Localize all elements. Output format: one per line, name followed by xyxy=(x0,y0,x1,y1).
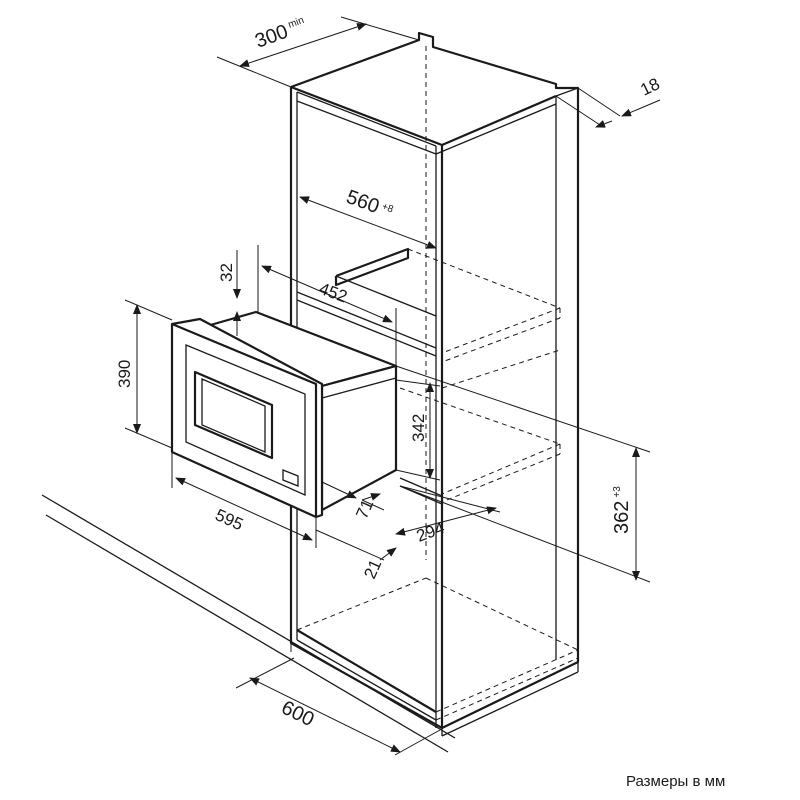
dim-frame-depth: 71 xyxy=(352,497,377,522)
dim-niche-height: 362+3 xyxy=(611,486,633,534)
dim-cabinet-depth: 600 xyxy=(278,697,318,731)
dim-frame-top-offset: 32 xyxy=(217,263,236,282)
dim-body-height: 342 xyxy=(409,414,428,442)
floor-lines xyxy=(41,494,456,753)
microwave xyxy=(170,310,398,519)
units-note: Размеры в мм xyxy=(626,773,726,790)
dim-niche-depth: 300min xyxy=(252,14,309,53)
dim-front-width: 595 xyxy=(212,505,246,534)
dim-niche-width: 560+8 xyxy=(343,186,396,223)
dimension-labels: 300min 18 560+8 32 452 390 342 362+3 595… xyxy=(115,14,663,731)
dim-front-height: 390 xyxy=(115,360,134,388)
dim-panel-thickness: 18 xyxy=(637,74,662,99)
dimension-lines xyxy=(124,16,661,756)
dim-door-depth: 21 xyxy=(360,557,385,582)
